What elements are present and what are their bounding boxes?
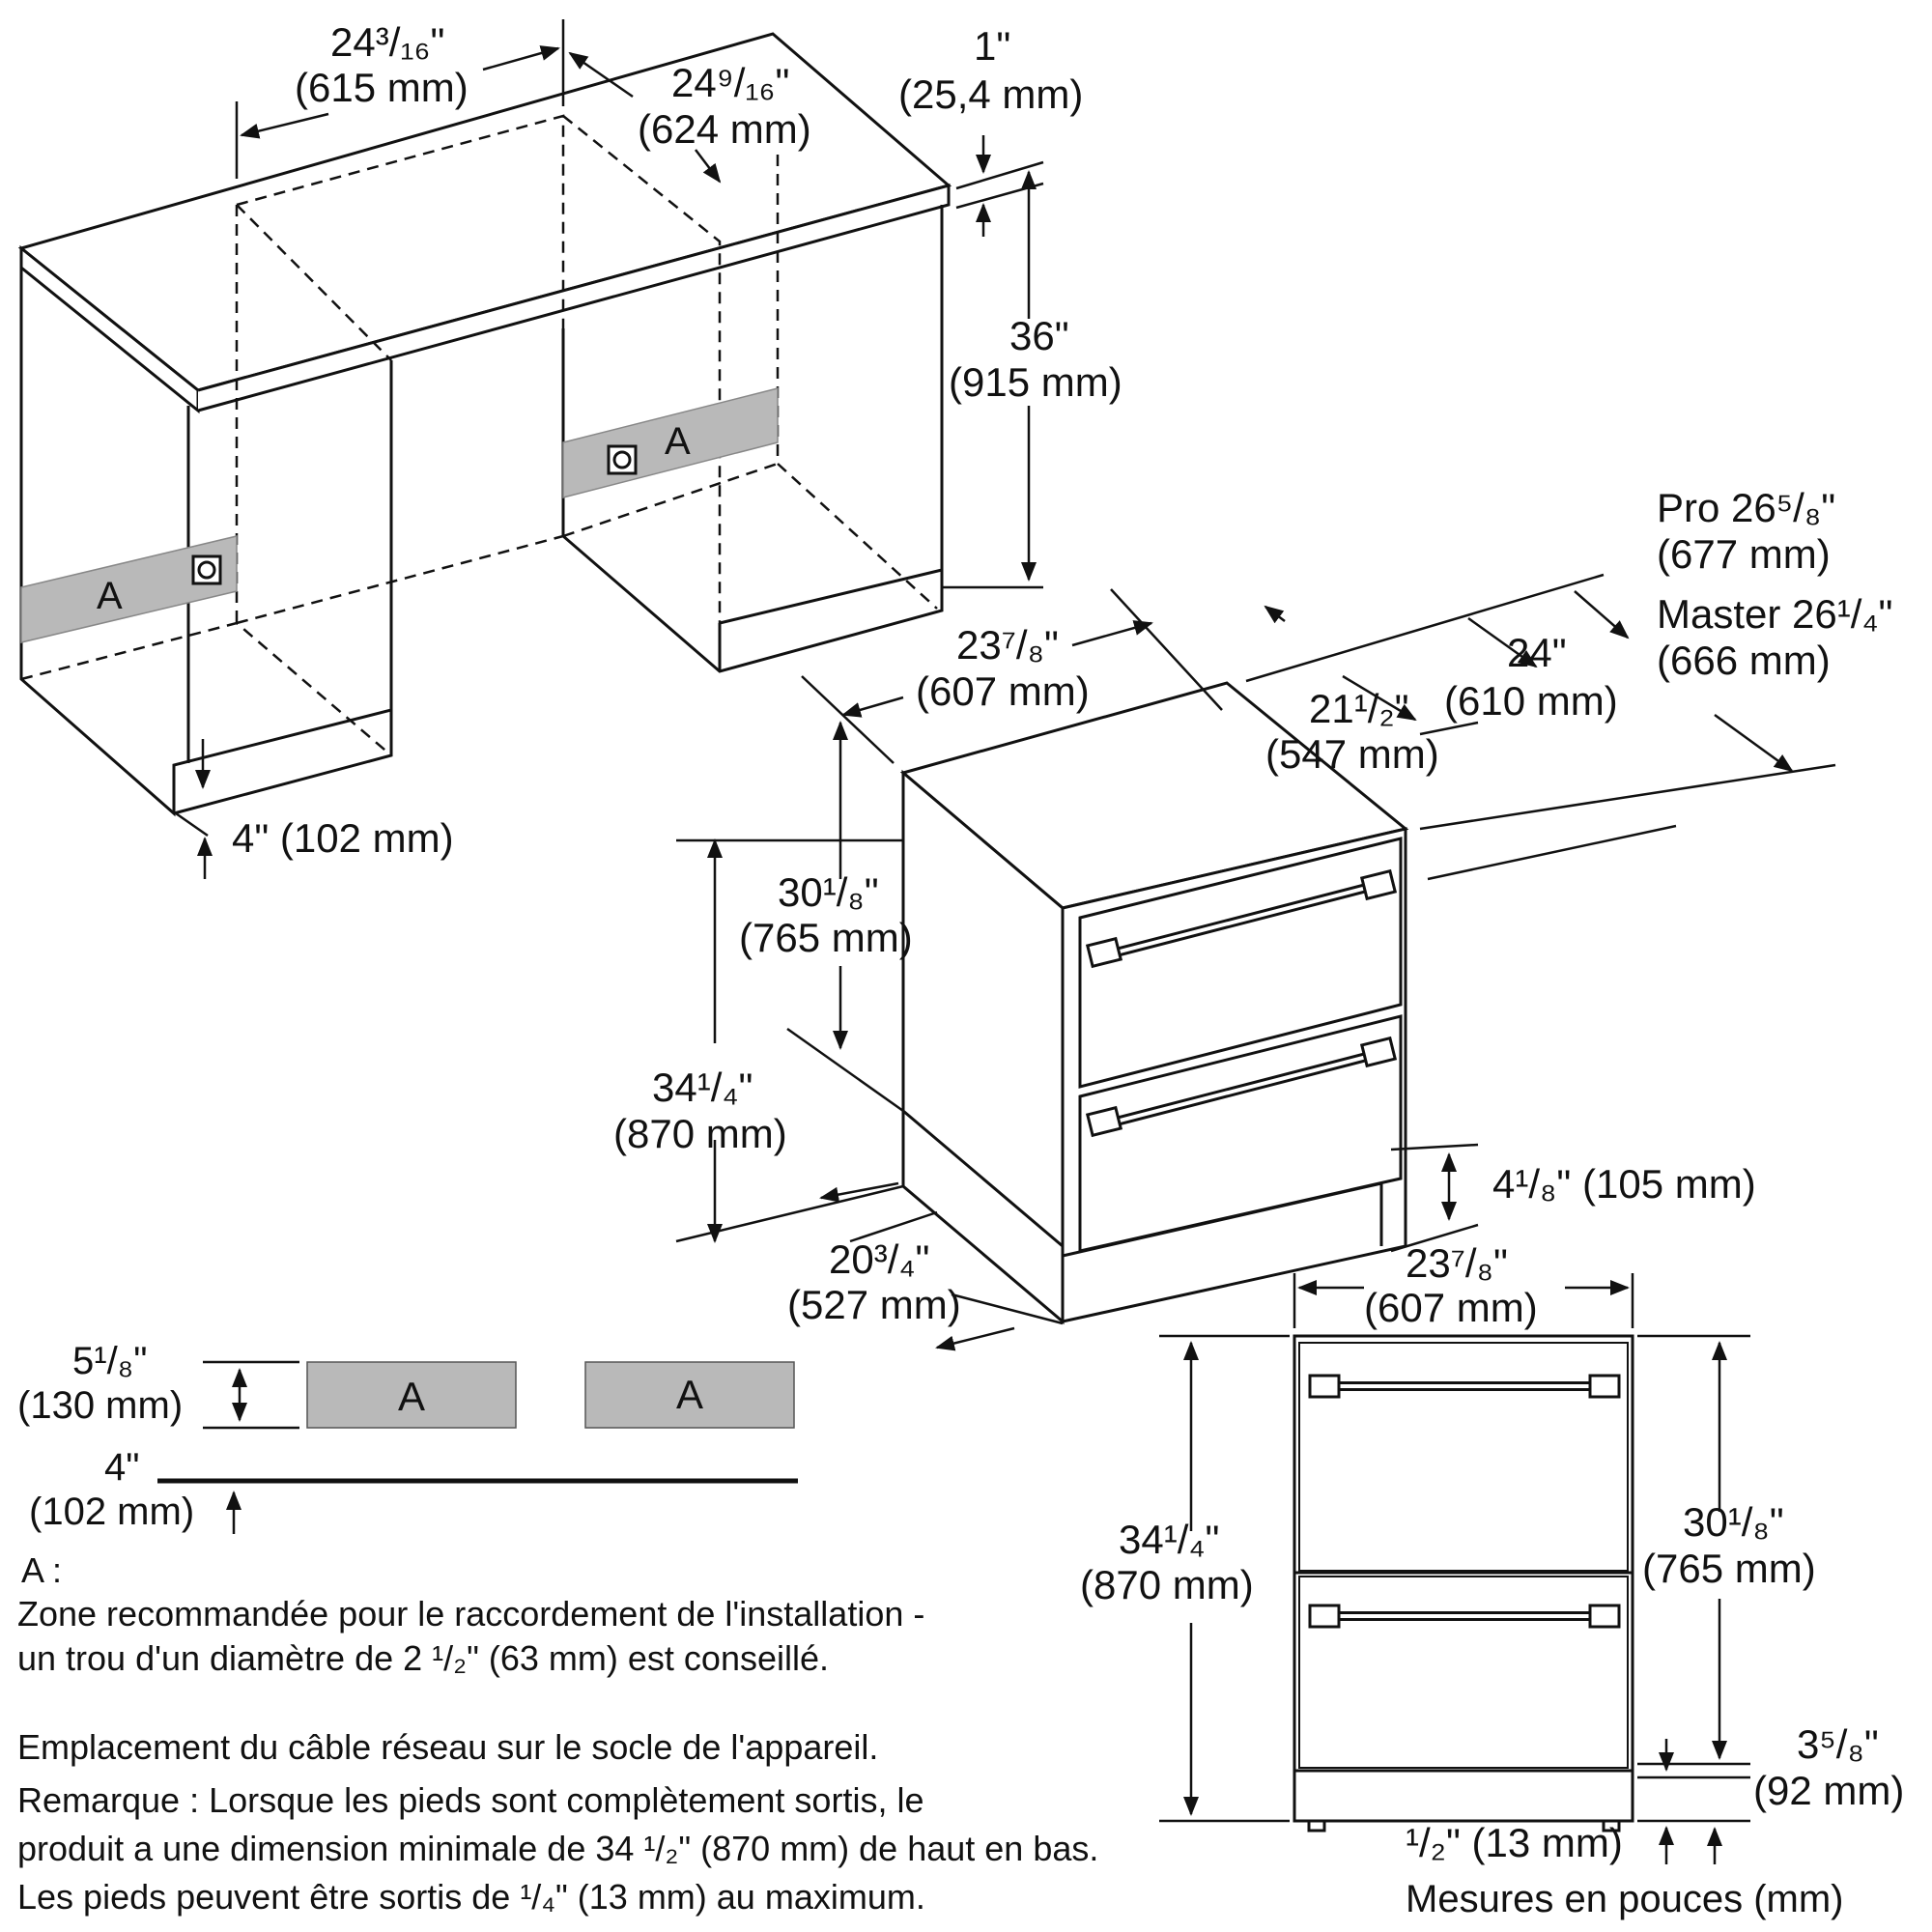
note-remark-line3: Les pieds peuvent être sortis de ¹/₄" (1… [17, 1877, 925, 1917]
zone-a-label-left: A [97, 575, 123, 617]
zone-a-box-1 [306, 1361, 517, 1429]
front-dimension-lines [1159, 1273, 1750, 1864]
zone-h-in: 5¹/₈" [72, 1340, 147, 1382]
cab-width-in: 24³/₁₆" [330, 19, 444, 65]
note-remark-line1: Remarque : Lorsque les pieds sont complè… [17, 1780, 924, 1820]
front-base-h-mm: (92 mm) [1753, 1768, 1904, 1813]
zone-dim-labels: 5¹/₈" (130 mm) 4" (102 mm) [17, 1340, 194, 1533]
cab-depth-in: 24⁹/₁₆" [671, 60, 789, 105]
zone-a-box-label-1: A [398, 1374, 425, 1419]
cabinet-h-iso-in: 30¹/₈" [778, 869, 879, 915]
unit-dim-labels: Pro 26⁵/₈" (677 mm) Master 26¹/₄" (666 m… [613, 485, 1892, 1327]
unit-depth-21-mm: (547 mm) [1265, 731, 1439, 777]
outlet-icon-right [607, 444, 638, 475]
cabinet-h-iso-mm: (765 mm) [739, 915, 913, 960]
pro-depth-mm: (677 mm) [1657, 531, 1831, 577]
floor-gap-mm: (102 mm) [29, 1491, 194, 1533]
cab-width-mm: (615 mm) [295, 65, 469, 110]
base-depth-in: 20³/₄" [829, 1236, 929, 1282]
front-cab-h-mm: (765 mm) [1642, 1546, 1816, 1591]
note-a-line2: un trou d'un diamètre de 2 ¹/₂" (63 mm) … [17, 1638, 830, 1678]
unit-depth-24-in: 24" [1507, 630, 1567, 675]
base-h-label: 4¹/₈" (105 mm) [1492, 1161, 1756, 1207]
base-depth-mm: (527 mm) [787, 1282, 961, 1327]
counter-height-in: 36" [1009, 313, 1069, 358]
toe-kick-label: 4" (102 mm) [232, 815, 454, 861]
zone-a-box-label-2: A [676, 1372, 703, 1417]
unit-depth-21-in: 21¹/₂" [1309, 686, 1409, 731]
front-total-h-mm: (870 mm) [1080, 1562, 1254, 1607]
cabinet-dimension-lines [175, 19, 1044, 879]
counter-height-mm: (915 mm) [949, 359, 1122, 405]
drawer-lower [1078, 1014, 1403, 1253]
zone-h-mm: (130 mm) [17, 1384, 183, 1427]
zone-a-box-2 [584, 1361, 795, 1429]
unit-width-iso-in: 23⁷/₈" [956, 622, 1059, 668]
front-base-h-in: 3⁵/₈" [1797, 1721, 1879, 1767]
master-depth-mm: (666 mm) [1657, 638, 1831, 683]
unit-width-iso-mm: (607 mm) [916, 668, 1090, 714]
note-remark-line2: produit a une dimension minimale de 34 ¹… [17, 1829, 1099, 1868]
unit-dimension-lines [675, 573, 1836, 1351]
master-depth-in: Master 26¹/₄" [1657, 591, 1892, 637]
pro-depth-in: Pro 26⁵/₈" [1657, 485, 1835, 530]
note-cable-line: Emplacement du câble réseau sur le socle… [17, 1727, 879, 1767]
total-h-iso-mm: (870 mm) [613, 1111, 787, 1156]
front-width-in: 23⁷/₈" [1406, 1240, 1508, 1286]
front-body [1293, 1334, 1634, 1823]
floor-gap-in: 4" [104, 1446, 139, 1489]
counter-thick-in: 1" [974, 23, 1010, 69]
zone-elevation [157, 1360, 798, 1534]
cabinet-dim-labels: 24³/₁₆" (615 mm) 24⁹/₁₆" (624 mm) 1" (25… [232, 19, 1122, 861]
note-a-label: A : [21, 1550, 63, 1590]
front-total-h-in: 34¹/₄" [1119, 1517, 1219, 1562]
zone-a-label-right: A [665, 420, 691, 463]
total-h-iso-in: 34¹/₄" [652, 1065, 753, 1110]
counter-thick-mm: (25,4 mm) [898, 71, 1083, 117]
note-a-line1: Zone recommandée pour le raccordement de… [17, 1594, 925, 1634]
countertop-top [17, 32, 952, 392]
countertop-cabinet-drawing [17, 32, 952, 817]
zone-a-band-left [20, 535, 238, 643]
drawer-unit-front [1293, 1334, 1634, 1833]
front-dim-labels: 23⁷/₈" (607 mm) 34¹/₄" (870 mm) 30¹/₈" (… [1080, 1240, 1904, 1865]
units-caption: Mesures en pouces (mm) [1406, 1878, 1844, 1920]
front-width-mm: (607 mm) [1364, 1285, 1538, 1330]
unit-depth-24-mm: (610 mm) [1444, 678, 1618, 724]
drawer-unit-iso [899, 681, 1409, 1325]
cab-depth-mm: (624 mm) [638, 106, 811, 152]
front-foot-label: ¹/₂" (13 mm) [1406, 1820, 1623, 1865]
outlet-icon-left [191, 554, 222, 585]
base-strip [1062, 1181, 1383, 1258]
front-cab-h-in: 30¹/₈" [1683, 1499, 1784, 1545]
